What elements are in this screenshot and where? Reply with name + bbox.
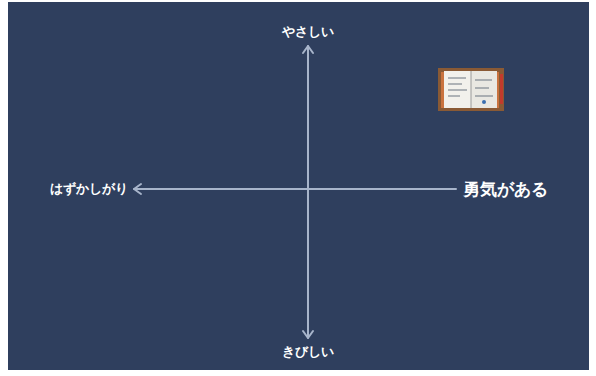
axis-label-bottom: きびしい [282,344,334,360]
axis-arrowhead [134,184,141,194]
axis-label-left: はずかしがり [50,181,128,197]
axis-arrowhead [303,46,313,53]
axis-label-right: 勇気がある [463,179,548,199]
axis-label-top: やさしい [282,24,334,40]
horizontal-axis [134,188,456,190]
background-panel [8,2,589,370]
vertical-axis [307,46,309,338]
notebook-photo [438,68,504,111]
axis-arrowhead [303,331,313,338]
